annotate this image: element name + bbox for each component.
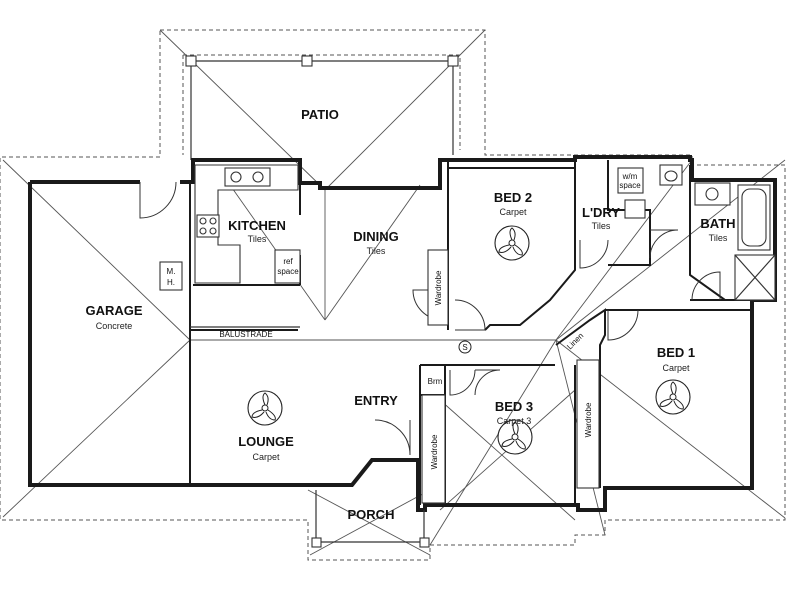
ceiling-fan-icon bbox=[655, 379, 691, 415]
kitchen-fixtures bbox=[194, 164, 301, 284]
room-name-dining: DINING bbox=[353, 229, 399, 244]
patio-beams bbox=[185, 55, 459, 160]
room-name-bed3: BED 3 bbox=[495, 399, 533, 414]
eave-outline bbox=[0, 29, 786, 561]
wardrobe-label-bed2: Wardrobe bbox=[434, 270, 443, 305]
fridge-space-label-2: space bbox=[277, 267, 299, 276]
room-floor-kitchen: Tiles bbox=[248, 234, 267, 244]
bath-fixtures bbox=[694, 182, 776, 301]
roof-hip-lines bbox=[2, 29, 786, 556]
washing-machine-label-1: w/m bbox=[622, 172, 638, 181]
room-name-bath: BATH bbox=[700, 216, 735, 231]
room-name-bed1: BED 1 bbox=[657, 345, 695, 360]
room-floor-bed3: Carpet 3 bbox=[497, 416, 532, 426]
linen-label: Linen bbox=[565, 331, 585, 351]
room-name-patio: PATIO bbox=[301, 107, 339, 122]
fridge-space-label-1: ref bbox=[283, 257, 293, 266]
room-name-lounge: LOUNGE bbox=[238, 434, 294, 449]
room-name-porch: PORCH bbox=[348, 507, 395, 522]
meter-box-label-1: M. bbox=[167, 267, 176, 276]
room-floor-dining: Tiles bbox=[367, 246, 386, 256]
room-name-entry: ENTRY bbox=[354, 393, 398, 408]
wardrobe-units bbox=[421, 249, 600, 504]
ceiling-fan-icon bbox=[494, 225, 530, 261]
room-name-laundry: L'DRY bbox=[582, 205, 620, 220]
room-floor-bed1: Carpet bbox=[662, 363, 690, 373]
meter-box-label-2: H. bbox=[167, 278, 175, 287]
washing-machine-label-2: space bbox=[619, 181, 641, 190]
ceiling-fan-icon bbox=[247, 390, 283, 426]
porch-posts bbox=[311, 490, 430, 548]
room-name-kitchen: KITCHEN bbox=[228, 218, 286, 233]
room-floor-lounge: Carpet bbox=[252, 452, 280, 462]
room-floor-laundry: Tiles bbox=[592, 221, 611, 231]
wardrobe-label-bed1: Wardrobe bbox=[584, 402, 593, 437]
balustrade-label: BALUSTRADE bbox=[219, 330, 272, 339]
smoke-detector-icon bbox=[458, 340, 472, 354]
wardrobe-label-bed3: Wardrobe bbox=[430, 434, 439, 469]
smoke-detector-label: S bbox=[462, 343, 467, 352]
room-floor-garage: Concrete bbox=[96, 321, 133, 331]
laundry-fixtures bbox=[617, 164, 683, 219]
broom-cupboard-label: Brm bbox=[428, 377, 443, 386]
room-floor-bath: Tiles bbox=[709, 233, 728, 243]
room-floor-bed2: Carpet bbox=[499, 207, 527, 217]
room-name-garage: GARAGE bbox=[85, 303, 142, 318]
room-name-bed2: BED 2 bbox=[494, 190, 532, 205]
meter-box bbox=[159, 261, 183, 291]
ceiling-fan-icon bbox=[497, 419, 533, 455]
